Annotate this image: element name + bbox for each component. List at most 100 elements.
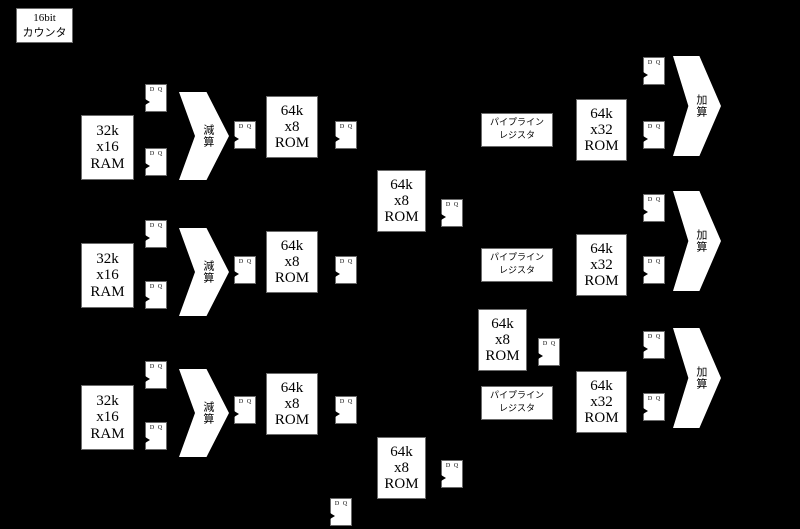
flipflop-d-pin-label: D xyxy=(445,463,451,469)
flipflop-q-pin-label: Q xyxy=(157,223,163,229)
clock-input-triangle-icon xyxy=(643,71,648,78)
flipflop-q-pin-label: Q xyxy=(550,341,556,347)
clock-input-triangle-icon xyxy=(145,295,150,302)
flipflop-d-pin-label: D xyxy=(339,259,345,265)
rom8-block-mid-right: 64k x8 ROM xyxy=(478,309,527,371)
flipflop-d-pin-label: D xyxy=(339,124,345,130)
clock-input-triangle-icon xyxy=(643,270,648,277)
flipflop-q-pin-label: Q xyxy=(655,124,661,130)
flipflop-d-pin-label: D xyxy=(647,124,653,130)
flipflop-q-pin-label: Q xyxy=(246,124,252,130)
flipflop-d-pin-label: D xyxy=(149,284,155,290)
rom8-block-center-lower: 64k x8 ROM xyxy=(377,437,426,499)
clock-input-triangle-icon xyxy=(145,375,150,382)
clock-input-triangle-icon xyxy=(643,407,648,414)
clock-input-triangle-icon xyxy=(441,474,446,481)
flipflop-q-pin-label: Q xyxy=(157,151,163,157)
flipflop-q-pin-label: Q xyxy=(246,259,252,265)
adder-1-label: 加算 xyxy=(694,94,708,118)
adder-3-label: 加算 xyxy=(694,366,708,390)
subtractor-3: 減算 xyxy=(179,369,229,457)
flipflop-d-pin-label: D xyxy=(647,60,653,66)
flipflop-d-pin-label: D xyxy=(647,197,653,203)
flipflop-q-pin-label: Q xyxy=(157,425,163,431)
subtractor-3-label: 減算 xyxy=(201,401,215,425)
clock-input-triangle-icon xyxy=(234,270,239,277)
flipflop-d-pin-label: D xyxy=(238,399,244,405)
pipeline-register-1: パイプライン レジスタ xyxy=(481,113,553,147)
flipflop-d-pin-label: D xyxy=(238,124,244,130)
clock-input-triangle-icon xyxy=(335,135,340,142)
subtractor-2-label: 減算 xyxy=(201,260,215,284)
ram-block-3: 32k x16 RAM xyxy=(81,385,134,450)
ram-block-1: 32k x16 RAM xyxy=(81,115,134,180)
flipflop-q-pin-label: Q xyxy=(342,501,348,507)
clock-input-triangle-icon xyxy=(538,352,543,359)
flipflop-q-pin-label: Q xyxy=(347,259,353,265)
clock-input-triangle-icon xyxy=(234,135,239,142)
clock-input-triangle-icon xyxy=(643,135,648,142)
flipflop-d-pin-label: D xyxy=(149,364,155,370)
clock-input-triangle-icon xyxy=(145,234,150,241)
ram-block-2: 32k x16 RAM xyxy=(81,243,134,308)
rom8-block-row1: 64k x8 ROM xyxy=(266,96,318,158)
subtractor-1: 減算 xyxy=(179,92,229,180)
flipflop-d-pin-label: D xyxy=(149,425,155,431)
flipflop-d-pin-label: D xyxy=(647,396,653,402)
clock-input-triangle-icon xyxy=(335,270,340,277)
adder-3: 加算 xyxy=(673,328,721,428)
clock-input-triangle-icon xyxy=(330,512,335,519)
flipflop-q-pin-label: Q xyxy=(347,124,353,130)
flipflop-q-pin-label: Q xyxy=(655,334,661,340)
flipflop-d-pin-label: D xyxy=(445,202,451,208)
flipflop-d-pin-label: D xyxy=(149,223,155,229)
pipeline-register-2: パイプライン レジスタ xyxy=(481,248,553,282)
flipflop-q-pin-label: Q xyxy=(453,463,459,469)
flipflop-q-pin-label: Q xyxy=(157,87,163,93)
flipflop-d-pin-label: D xyxy=(149,151,155,157)
clock-input-triangle-icon xyxy=(234,410,239,417)
flipflop-q-pin-label: Q xyxy=(157,284,163,290)
clock-input-triangle-icon xyxy=(643,208,648,215)
flipflop-d-pin-label: D xyxy=(647,334,653,340)
rom32-block-2: 64k x32 ROM xyxy=(576,234,627,296)
rom8-block-row2: 64k x8 ROM xyxy=(266,231,318,293)
flipflop-q-pin-label: Q xyxy=(655,197,661,203)
flipflop-d-pin-label: D xyxy=(238,259,244,265)
flipflop-d-pin-label: D xyxy=(334,501,340,507)
flipflop-q-pin-label: Q xyxy=(655,259,661,265)
adder-2: 加算 xyxy=(673,191,721,291)
rom32-block-3: 64k x32 ROM xyxy=(576,371,627,433)
